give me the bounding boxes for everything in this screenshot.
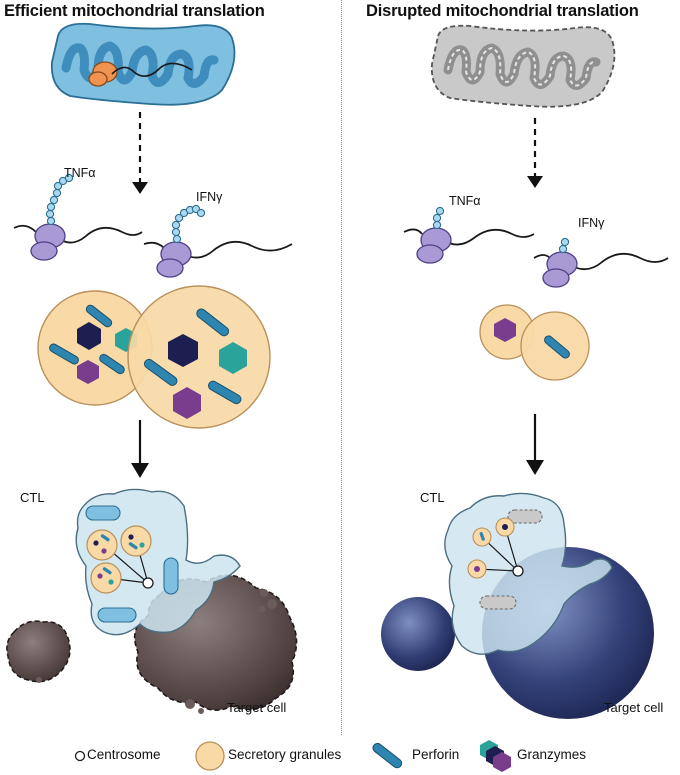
mito-ribosome bbox=[88, 61, 118, 87]
ctl-granule bbox=[86, 525, 152, 594]
apoptotic-body bbox=[6, 620, 71, 683]
ctl-mitochondrion bbox=[85, 505, 179, 623]
centrosome-swatch bbox=[74, 750, 86, 762]
perforin-mark bbox=[49, 343, 79, 365]
perforin-mark bbox=[99, 353, 125, 375]
legend-perforin-label: Perforin bbox=[412, 747, 460, 762]
solid-arrow-right-head bbox=[526, 460, 544, 475]
granule-swatch bbox=[195, 741, 225, 771]
perforin-mark bbox=[196, 308, 230, 337]
legend-centrosome-label: Centrosome bbox=[87, 747, 161, 762]
left-panel-title: Efficient mitochondrial translation bbox=[4, 2, 265, 20]
ctl-label-left: CTL bbox=[20, 490, 45, 505]
perforin-mark bbox=[85, 304, 113, 328]
granule-right-large bbox=[520, 311, 590, 381]
ifn-ribosome-right bbox=[533, 237, 669, 288]
granzyme-mark bbox=[173, 387, 201, 419]
granzyme-mark bbox=[494, 318, 516, 342]
granzymes-swatch bbox=[480, 740, 511, 772]
ctl-cell-left bbox=[75, 488, 241, 636]
granzyme-mark bbox=[77, 322, 101, 350]
ctl-label-right: CTL bbox=[420, 490, 445, 505]
solid-arrow-left-head bbox=[131, 463, 149, 478]
granzyme-mark bbox=[219, 342, 247, 374]
ctl-mitochondrion-disrupted bbox=[479, 509, 543, 610]
perforin-mark bbox=[544, 335, 570, 359]
legend-granzymes-label: Granzymes bbox=[517, 747, 587, 762]
target-cell-label-right: Target cell bbox=[604, 700, 664, 715]
target-cell-label-left: Target cell bbox=[227, 700, 287, 715]
granzyme-mark bbox=[77, 360, 99, 384]
bystander-cell bbox=[381, 597, 455, 671]
panel-divider bbox=[341, 0, 342, 735]
granzyme-mark bbox=[168, 334, 198, 367]
tnf-label-left: TNFα bbox=[64, 166, 96, 180]
ifn-label-left: IFNγ bbox=[196, 190, 223, 204]
granule-left-large bbox=[127, 285, 271, 429]
ifn-ribosome-left bbox=[143, 204, 293, 278]
perforin-mark bbox=[143, 358, 178, 386]
ctl-cell-right bbox=[444, 492, 613, 655]
dashed-arrow-left-head bbox=[132, 182, 148, 194]
dashed-arrow-right-head bbox=[527, 176, 543, 188]
tnf-ribosome-left bbox=[13, 173, 143, 261]
legend-granules-label: Secretory granules bbox=[228, 747, 342, 762]
cell-debris bbox=[36, 589, 277, 714]
perforin-mark bbox=[208, 380, 242, 405]
legend-swatches bbox=[74, 740, 511, 772]
centrosome-marker bbox=[142, 577, 154, 589]
ifn-label-right: IFNγ bbox=[578, 216, 605, 230]
tnf-label-right: TNFα bbox=[449, 194, 481, 208]
perforin-swatch bbox=[372, 742, 403, 769]
tnf-ribosome-right bbox=[403, 206, 535, 264]
right-panel-title: Disrupted mitochondrial translation bbox=[366, 2, 639, 20]
mitochondrion-healthy bbox=[50, 22, 236, 106]
legend: Centrosome Secretory granules Perforin G… bbox=[0, 738, 680, 775]
ctl-granule bbox=[467, 517, 515, 579]
centrosome-marker bbox=[512, 565, 524, 577]
mitochondrion-disrupted bbox=[430, 24, 616, 108]
